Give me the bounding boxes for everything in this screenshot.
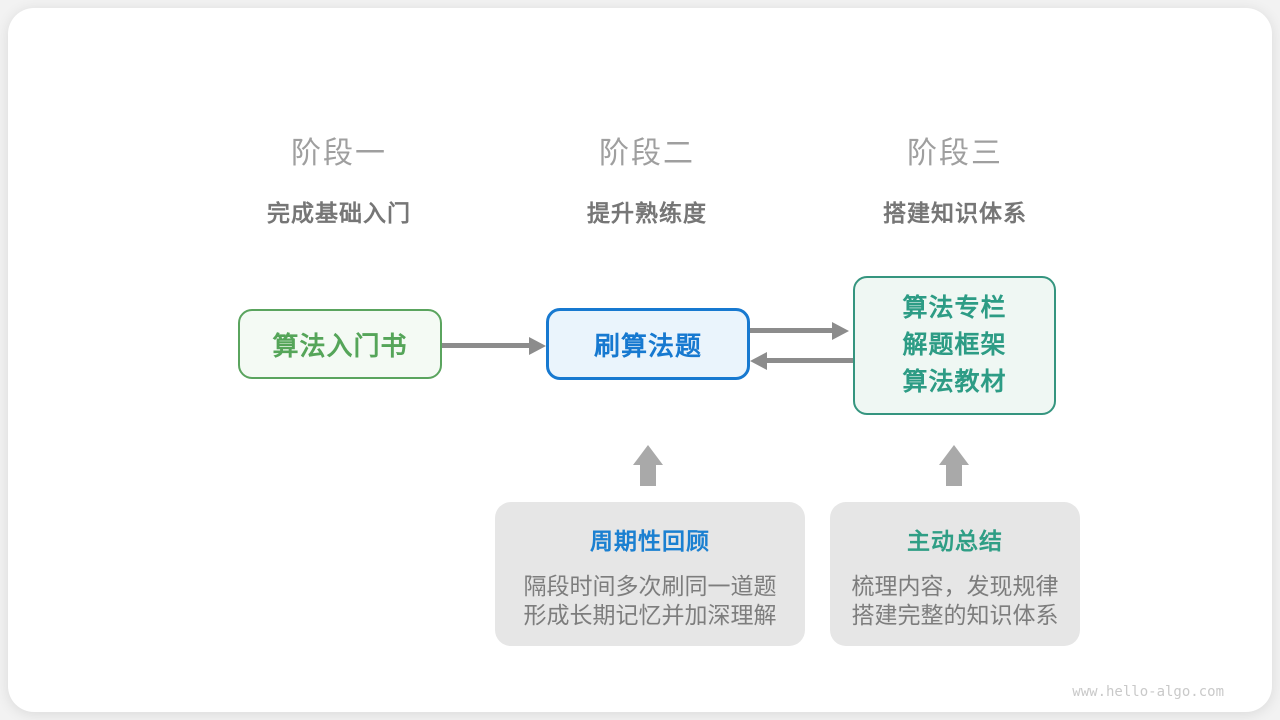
callout-body-line: 隔段时间多次刷同一道题	[523, 573, 777, 599]
node-practice-problems-label: 刷算法题	[593, 330, 702, 361]
node-practice-problems: 刷算法题	[546, 308, 750, 380]
stage-3-title: 阶段三	[907, 137, 1003, 170]
stage-header-2: 阶段二 提升熟练度	[487, 128, 807, 228]
node-resource-line: 算法教材	[902, 368, 1007, 396]
callout-body-line: 形成长期记忆并加深理解	[523, 602, 777, 628]
callout-active-summary-title: 主动总结	[907, 528, 1003, 554]
callout-periodic-review-title: 周期性回顾	[590, 528, 710, 554]
stage-header-3: 阶段三 搭建知识体系	[795, 128, 1115, 228]
callout-body-line: 搭建完整的知识体系	[851, 602, 1059, 628]
stage-2-subtitle: 提升熟练度	[587, 200, 707, 226]
node-resource-line: 解题框架	[902, 331, 1007, 359]
node-intro-book-label: 算法入门书	[272, 330, 408, 361]
watermark: www.hello-algo.com	[1072, 684, 1224, 700]
node-knowledge-resources: 算法专栏 解题框架 算法教材	[853, 276, 1056, 415]
node-intro-book: 算法入门书	[238, 309, 442, 379]
diagram-card: 阶段一 完成基础入门 阶段二 提升熟练度 阶段三 搭建知识体系 算法入门书 刷算…	[8, 8, 1272, 712]
stage-1-subtitle: 完成基础入门	[267, 200, 411, 226]
callout-body-line: 梳理内容，发现规律	[851, 573, 1059, 599]
stage-2-title: 阶段二	[599, 137, 695, 170]
stage-header-1: 阶段一 完成基础入门	[179, 128, 499, 228]
callout-periodic-review: 周期性回顾 隔段时间多次刷同一道题 形成长期记忆并加深理解	[495, 502, 805, 646]
callout-active-summary: 主动总结 梳理内容，发现规律 搭建完整的知识体系	[830, 502, 1080, 646]
stage-3-subtitle: 搭建知识体系	[883, 200, 1027, 226]
callout-active-summary-body: 梳理内容，发现规律 搭建完整的知识体系	[830, 572, 1080, 630]
callout-periodic-review-body: 隔段时间多次刷同一道题 形成长期记忆并加深理解	[495, 572, 805, 630]
node-resource-line: 算法专栏	[902, 294, 1007, 322]
stage-1-title: 阶段一	[291, 137, 387, 170]
